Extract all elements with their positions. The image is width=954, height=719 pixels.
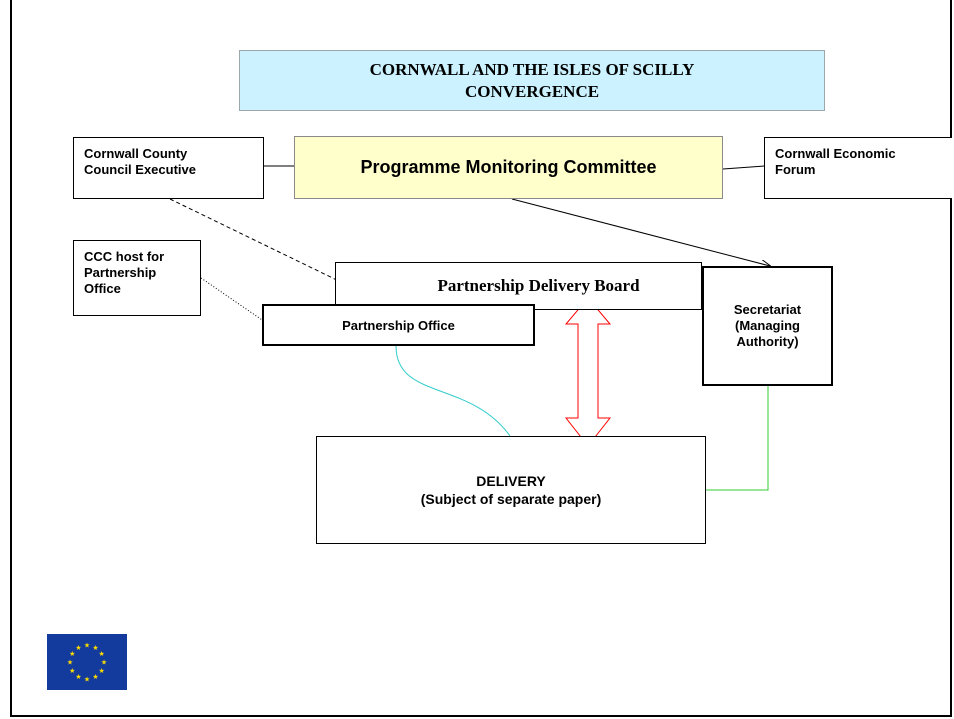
ccc-host-line-1: CCC host for — [84, 249, 165, 264]
eu-star-icon: ★ — [101, 659, 107, 667]
secretariat-box: Secretariat (Managing Authority) — [702, 266, 833, 386]
eu-star-icon: ★ — [69, 667, 75, 675]
arrow-pmc-secretariat — [511, 198, 770, 266]
title-line-2: CONVERGENCE — [464, 81, 600, 101]
eu-star-icon: ★ — [67, 659, 73, 667]
curve-office-delivery — [395, 345, 511, 437]
delivery-line-2: (Subject of separate paper) — [420, 491, 602, 507]
cornwall-economic-forum-box: Cornwall Economic Forum — [764, 137, 952, 199]
eu-star-icon: ★ — [84, 642, 90, 650]
double-arrow-board-delivery — [564, 297, 612, 447]
delivery-line-1: DELIVERY — [476, 473, 546, 489]
eu-star-icon: ★ — [92, 673, 98, 681]
eu-star-icon: ★ — [99, 650, 105, 658]
line-pmc-forum — [722, 165, 765, 170]
cornwall-county-council-executive-box: Cornwall County Council Executive — [73, 137, 264, 199]
ccc-host-box: CCC host for Partnership Office — [73, 240, 201, 316]
forum-line-2: Forum — [775, 162, 816, 177]
ccc-host-line-2: Partnership — [84, 265, 157, 280]
forum-line-1: Cornwall Economic — [775, 146, 896, 161]
title-box: CORNWALL AND THE ISLES OF SCILLY CONVERG… — [239, 50, 825, 111]
pmc-label: Programme Monitoring Committee — [360, 157, 657, 177]
secretariat-line-3: Authority) — [736, 334, 799, 349]
ccc-exec-line-1: Cornwall County — [84, 146, 188, 161]
eu-star-icon: ★ — [75, 644, 81, 652]
slide-frame — [10, 0, 952, 717]
ccc-exec-line-2: Council Executive — [84, 162, 196, 177]
secretariat-line-1: Secretariat — [733, 302, 802, 317]
eu-star-icon: ★ — [69, 650, 75, 658]
eu-stars: ★★★★★★★★★★★★ — [67, 642, 107, 684]
programme-monitoring-committee-box: Programme Monitoring Committee — [294, 136, 723, 199]
line-ccc-exec-pdb — [169, 198, 346, 285]
delivery-box: DELIVERY (Subject of separate paper) — [316, 436, 706, 544]
line-ccc-host-office — [200, 277, 269, 325]
partnership-office-box: Partnership Office — [262, 304, 535, 346]
eu-star-icon: ★ — [99, 667, 105, 675]
pdb-label: Partnership Delivery Board — [437, 276, 640, 295]
eu-star-icon: ★ — [84, 676, 90, 684]
eu-flag-logo: ★★★★★★★★★★★★ — [47, 634, 127, 690]
line-secretariat-delivery — [706, 386, 769, 491]
po-label: Partnership Office — [342, 317, 455, 333]
eu-star-icon: ★ — [75, 673, 81, 681]
secretariat-line-2: (Managing — [735, 318, 800, 333]
ccc-host-line-3: Office — [84, 281, 121, 296]
eu-star-icon: ★ — [92, 644, 98, 652]
partnership-delivery-board-box: Partnership Delivery Board — [335, 262, 702, 310]
title-line-1: CORNWALL AND THE ISLES OF SCILLY — [369, 59, 695, 79]
